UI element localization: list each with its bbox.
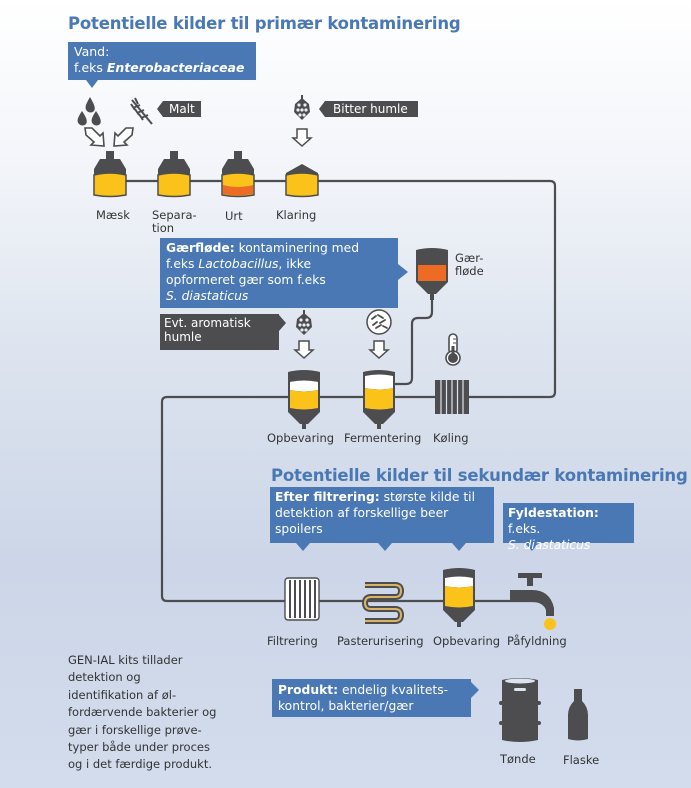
down-arrow-icon — [369, 340, 389, 359]
fermentation-tank-icon — [363, 370, 395, 429]
water-organism: Enterobacteriaceae — [106, 60, 245, 75]
mash-vessel-icon — [93, 150, 127, 198]
yeast-cells-icon — [366, 309, 392, 335]
malt-grain-icon — [130, 97, 153, 125]
separation-vessel-icon — [157, 150, 191, 198]
container-label-bottle: Flaske — [563, 753, 600, 767]
primary-contamination-title: Potentielle kilder til primær kontaminer… — [68, 14, 461, 33]
aroma-hop-icon — [296, 310, 312, 335]
yeast-slurry-label: Gær-fløde — [455, 251, 484, 278]
after-filtration-callout: Efter filtrering: største kilde til dete… — [270, 487, 494, 543]
bitter-hops-tag: Bitter humle — [325, 101, 418, 117]
bitter-hop-icon — [294, 95, 310, 120]
product-callout: Produkt: endelig kvalitets- kontrol, bak… — [272, 679, 471, 717]
water-label: Vand: — [74, 44, 110, 59]
stage-label-pasteurization: Pasterurisering — [337, 634, 424, 648]
stage-label-filling: Påfyldning — [507, 634, 567, 648]
stage-label-clarifying: Klaring — [276, 208, 317, 222]
pasteurizer-coil-icon — [361, 582, 405, 624]
gen-ial-note: GEN-IAL kits tillader detektion og ident… — [68, 653, 217, 772]
filling-tap-icon — [510, 573, 556, 630]
storage-tank-icon — [443, 568, 475, 627]
stage-label-filtration: Filtrering — [267, 634, 318, 648]
yeast-slurry-callout: Gærfløde: kontaminering med f.eks Lactob… — [160, 238, 398, 308]
stage-label-storage: Opbevaring — [267, 431, 335, 445]
stage-label-mash: Mæsk — [96, 208, 130, 222]
secondary-contamination-title: Potentielle kilder til sekundær kontamin… — [271, 466, 688, 485]
callout-pointers — [86, 80, 539, 698]
tag-pointers — [157, 101, 325, 331]
cooler-icon — [435, 380, 469, 414]
wort-vessel-icon — [221, 151, 255, 198]
filling-station-callout: Fyldestation: f.eks. S. diastaticus — [503, 503, 634, 552]
malt-tag: Malt — [163, 101, 201, 117]
yeast-slurry-tank-icon — [416, 248, 448, 300]
keg-icon — [499, 678, 541, 742]
diagonal-arrows-icon — [84, 127, 134, 147]
stage-label-separation: Separa-tion — [152, 208, 197, 235]
clarifier-vessel-icon — [285, 164, 319, 198]
water-callout: Vand: f.eks Enterobacteriaceae — [68, 42, 256, 80]
stage-label-wort: Urt — [225, 209, 243, 223]
thermometer-icon — [445, 333, 461, 366]
down-arrow-icon — [292, 128, 312, 147]
water-drops-icon — [77, 97, 101, 126]
down-arrow-icon — [294, 340, 314, 359]
stage-label-cooling: Køling — [433, 431, 469, 445]
stage-label-storage-2: Opbevaring — [433, 634, 501, 648]
process-pipe — [108, 179, 557, 603]
bottle-icon — [568, 689, 588, 741]
container-label-keg: Tønde — [500, 752, 536, 766]
storage-tank-icon — [288, 370, 320, 429]
stage-label-fermentation: Fermentering — [344, 431, 422, 445]
filter-icon — [284, 577, 320, 621]
